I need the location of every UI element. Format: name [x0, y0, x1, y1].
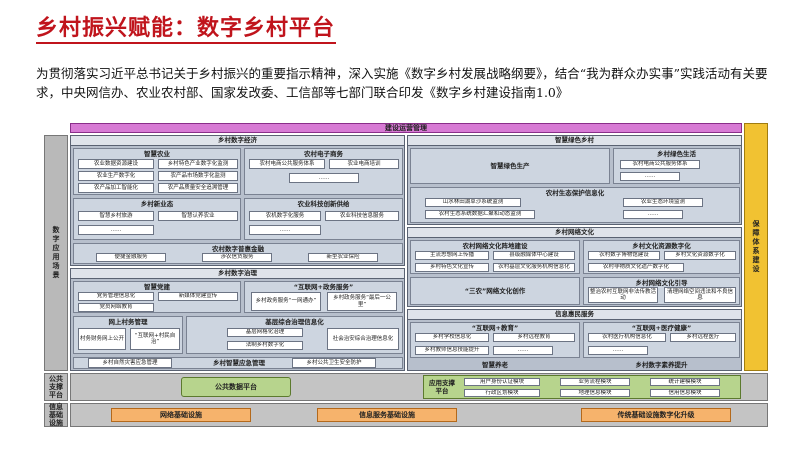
list-item: ……	[78, 225, 154, 235]
list-item: 社会治安综合治理信息化	[327, 328, 399, 350]
list-item: 便捷金融服务	[96, 253, 166, 262]
smart-green-village-panel: 智慧绿色乡村 智慧绿色生产 乡村绿色生活 农村电商公共服务体系 …… 农村生态保…	[407, 135, 742, 225]
list-item: 农业生态环境监测	[623, 198, 703, 207]
agri-tech-innovation-section: 农业科技创新供给 农机数字化服务 农业科技信息服务 ……	[244, 198, 403, 240]
list-item: 党员网络教育	[78, 303, 154, 312]
list-item: ……	[289, 173, 359, 183]
list-item: 基层网格化治理	[227, 328, 303, 337]
internet-gov-services-section: “互联网+政务服务” 乡村政务服务“一网通办” 乡村政务服务“最后一公里”	[244, 281, 403, 313]
list-item: 乡村远程医疗	[670, 333, 736, 342]
list-item: 新型农业保险	[308, 253, 378, 262]
list-item: 农业电商培训	[329, 159, 399, 169]
digital-literacy-label: 乡村数字素养提升	[635, 360, 688, 369]
list-item: 农机数字化服务	[249, 211, 321, 221]
list-item: 农产品质量安全追溯管理	[158, 183, 238, 193]
list-item: 乡村特色产业数字化监测	[158, 159, 238, 169]
list-item: 整治农村互联网非法传教活动	[588, 287, 658, 303]
list-item: 业务流程模块	[560, 378, 630, 386]
list-item: 党务管理信息化	[78, 292, 154, 301]
list-item: 乡村特色文化宣传	[415, 263, 489, 272]
internet-healthcare-section: “互联网+医疗健康” 农村医疗机构信息化 乡村远程医疗 ……	[583, 322, 740, 358]
list-item: 主流思想网上传播	[415, 251, 489, 260]
digital-scenarios-label: 数字应用场景	[44, 135, 68, 371]
list-item: ……	[249, 225, 321, 235]
list-item: ……	[588, 346, 648, 355]
list-item: 农村数字博物馆建设	[588, 251, 660, 260]
smart-elderly-care-label: 智慧养老	[482, 360, 508, 369]
sannong-culture-creation-section: “三农”网络文化创作	[410, 277, 580, 305]
public-support-band: 公共数据平台 应用支撑平台 用户身份认证模块 业务流程模块 统计建模模块 行政区…	[70, 373, 768, 401]
list-item: 乡村远程教育	[493, 333, 575, 342]
rural-digital-governance-panel: 乡村数字治理 智慧党建 党务管理信息化 新媒体党建宣传 党员网络教育 “互联网+…	[70, 268, 405, 371]
info-service-infrastructure: 信息服务基础设施	[317, 408, 457, 422]
list-item: 新媒体党建宣传	[158, 292, 238, 301]
list-item: 农村电商公共服务体系	[620, 160, 700, 169]
list-item: 信用信息模块	[650, 389, 720, 397]
list-item: 乡村政务服务“最后一公里”	[327, 292, 397, 311]
rural-digital-economy-panel: 乡村数字经济 智慧农业 农业数据资源建设 乡村特色产业数字化监测 农业生产数字化…	[70, 135, 405, 266]
internet-education-section: “互联网+教育” 乡村学校信息化 乡村远程教育 乡村教师信息技能提升 ……	[410, 322, 580, 358]
list-item: 清理网络空间违法和不良信息	[664, 287, 736, 303]
list-item: 农业科技信息服务	[325, 211, 399, 221]
construction-operation-bar: 建设运营管理	[70, 123, 742, 133]
list-item: ……	[493, 346, 553, 355]
info-infrastructure-label: 信息基础设施	[44, 403, 68, 427]
list-item: 乡村学校信息化	[415, 333, 489, 342]
list-item: 乡村自然灾害应急管理	[88, 358, 172, 368]
list-item: 行政区划模块	[464, 389, 540, 397]
list-item: 统计建模模块	[650, 378, 720, 386]
public-data-platform: 公共数据平台	[181, 377, 291, 397]
grassroots-governance-section: 基层综合治理信息化 基层网格化治理 社会治安综合治理信息化 法制乡村数字化	[186, 316, 403, 354]
rural-network-culture-panel: 乡村网络文化 农村网络文化阵地建设 主流思想网上传播 县级融媒体中心建设 乡村特…	[407, 227, 742, 307]
list-item: 农产品市场数字化监测	[158, 171, 238, 181]
list-item: 农产品加工智能化	[78, 183, 154, 193]
list-item: ……	[620, 172, 680, 181]
app-support-platform: 应用支撑平台 用户身份认证模块 业务流程模块 统计建模模块 行政区划模块 地理信…	[423, 375, 741, 399]
smart-agriculture-section: 智慧农业 农业数据资源建设 乡村特色产业数字化监测 农业生产数字化 农产品市场数…	[73, 148, 241, 195]
list-item: 农业生产数字化	[78, 171, 154, 181]
list-item: 智慧认养农业	[158, 211, 238, 221]
page-title: 乡村振兴赋能：数字乡村平台	[36, 16, 336, 41]
list-item: 山水林田湖草沙系统监测	[425, 198, 521, 207]
intro-paragraph: 为贯彻落实习近平总书记关于乡村振兴的重要指示精神，深入实施《数字乡村发展战略纲要…	[36, 66, 768, 100]
culture-resource-section: 乡村文化资源数字化 农村数字博物馆建设 乡村文化资源数字化 农村非物质文化遗产数…	[583, 240, 740, 274]
list-item: 涉农信贷服务	[202, 253, 272, 262]
public-support-platform-label: 公共支撑平台	[44, 373, 68, 401]
platform-diagram: 建设运营管理 数字应用场景 保障体系建设 乡村数字经济 智慧农业 农业数据资源建…	[44, 123, 769, 428]
list-item: 农业数据资源建设	[78, 159, 154, 169]
list-item: 农村医疗机构信息化	[588, 333, 666, 342]
list-item: ……	[623, 210, 683, 219]
rural-new-business-section: 乡村新业态 智慧乡村旅游 智慧认养农业 ……	[73, 198, 241, 240]
list-item: “互联网+村民自治”	[130, 328, 180, 350]
list-item: 农村生态系统数据汇聚和动态监测	[425, 210, 535, 219]
list-item: 用户身份认证模块	[464, 378, 540, 386]
list-item: 乡村政务服务“一网通办”	[251, 292, 321, 311]
culture-position-section: 农村网络文化阵地建设 主流思想网上传播 县级融媒体中心建设 乡村特色文化宣传 农…	[410, 240, 580, 274]
digital-inclusive-finance-section: 农村数字普惠金融 便捷金融服务 涉农信贷服务 新型农业保险	[73, 243, 403, 264]
list-item: 农村基层文化服务机构信息化	[493, 263, 575, 272]
list-item: 县级融媒体中心建设	[493, 251, 575, 260]
list-item: 地理信息模块	[560, 389, 630, 397]
green-life-section: 乡村绿色生活 农村电商公共服务体系 ……	[613, 148, 740, 184]
smart-party-building-section: 智慧党建 党务管理信息化 新媒体党建宣传 党员网络教育	[73, 281, 241, 313]
list-item: 法制乡村数字化	[227, 341, 303, 350]
list-item: 乡村文化资源数字化	[664, 251, 736, 260]
list-item: 村务财务网上公开	[78, 328, 126, 350]
info-infrastructure-band: 网络基础设施 信息服务基础设施 传统基础设施数字化升级	[70, 403, 768, 427]
online-village-affairs-section: 网上村务管理 村务财务网上公开 “互联网+村民自治”	[73, 316, 183, 354]
network-infrastructure: 网络基础设施	[111, 408, 251, 422]
list-item: 农村非物质文化遗产数字化	[588, 263, 684, 272]
info-livelihood-service-panel: 信息惠民服务 “互联网+教育” 乡村学校信息化 乡村远程教育 乡村教师信息技能提…	[407, 309, 742, 371]
eco-protection-section: 农村生态保护信息化 山水林田湖草沙系统监测 农村生态系统数据汇聚和动态监测 农业…	[410, 187, 740, 223]
list-item: 乡村教师信息技能提升	[415, 346, 489, 355]
traditional-infra-upgrade: 传统基础设施数字化升级	[581, 408, 731, 422]
support-system-label: 保障体系建设	[744, 123, 768, 371]
list-item: 乡村公共卫生安全防护	[292, 358, 376, 368]
list-item: 智慧乡村旅游	[78, 211, 154, 221]
green-production-section: 智慧绿色生产	[410, 148, 610, 184]
list-item: 农村电商公共服务体系	[249, 159, 325, 169]
title-underline	[36, 42, 336, 44]
rural-ecommerce-section: 农村电子商务 农村电商公共服务体系 农业电商培训 ……	[244, 148, 403, 195]
culture-guide-section: 乡村网络文化引导 整治农村互联网非法传教活动 清理网络空间违法和不良信息	[583, 277, 740, 305]
